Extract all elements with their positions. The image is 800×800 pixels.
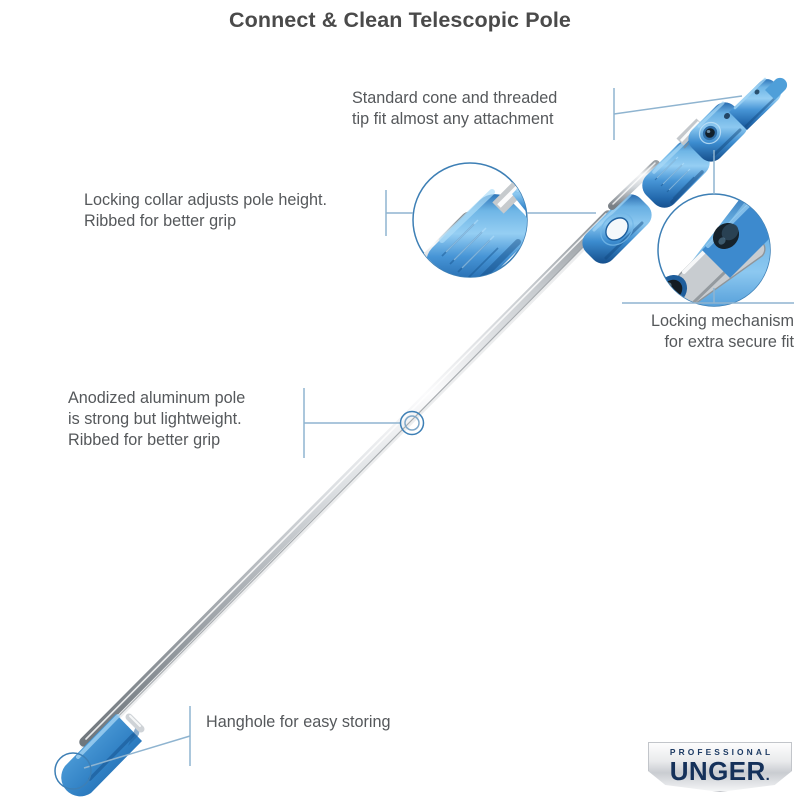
upper-locking-collar [642,139,710,208]
leader-anodized-aluminum [303,388,400,458]
lower-locking-collar [582,193,652,264]
leader-locking-collar [385,190,596,236]
logo-shield-shape [648,742,792,792]
callout-locking-collar-text: Locking collar adjusts pole height. Ribb… [84,191,327,230]
callout-hanghole-text: Hanghole for easy storing [206,713,391,731]
shaft-ring-marker [399,410,425,436]
magnifier-locking-collar [412,162,528,278]
leader-hanghole [83,706,191,769]
leader-standard-cone [613,88,743,140]
callout-standard-cone-text: Standard cone and threaded tip fit almos… [352,89,558,128]
logo-trademark-dot: . [765,767,771,784]
logo-professional-text: PROFESSIONAL [669,747,774,757]
magnifier-locking-mechanism [657,193,771,307]
threaded-cone-tip [729,77,788,130]
cone-tip-head [688,101,748,162]
logo-text-group: PROFESSIONAL UNGER. [648,742,792,792]
leader-locking-mechanism [622,150,794,304]
callout-anodized-aluminum-text: Anodized aluminum pole is strong but lig… [68,389,246,449]
logo-brand-word: UNGER [669,756,766,786]
blue-grip-handle [61,713,145,797]
logo-brand-text: UNGER. [670,758,770,789]
callout-locking-mechanism-text: Locking mechanism for extra secure fit [650,312,794,351]
inner-tube-upper [608,160,660,210]
aluminum-shaft [79,210,614,751]
hanghole-ring-marker [54,752,92,790]
unger-logo: PROFESSIONAL UNGER. [648,742,792,792]
page-title: Connect & Clean Telescopic Pole [228,8,571,32]
